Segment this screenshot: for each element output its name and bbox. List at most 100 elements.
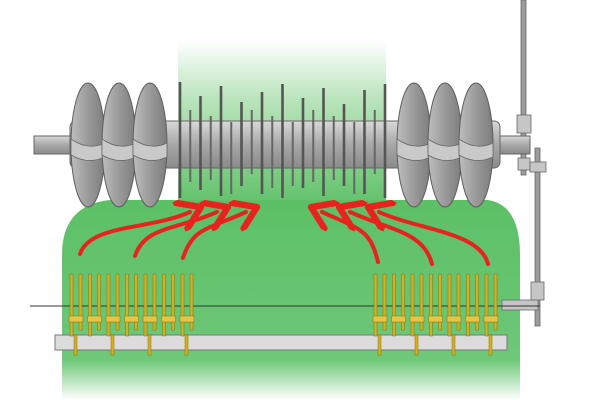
center-finger-inner [209,116,212,180]
side-linkage-rods [501,0,547,327]
tine-mount-stud [488,334,493,356]
tine-coil [142,315,158,323]
linkage-bracket-mid [517,157,531,171]
tine-front-prong [392,273,396,337]
tine-rear-prong [115,273,120,331]
center-finger [383,84,387,198]
flow-arrow-right [322,212,380,264]
tine-rear-prong [78,273,83,331]
center-finger-inner [250,110,253,174]
right-pickup-tine [465,273,480,337]
center-finger-inner [189,110,192,182]
tine-coil [161,315,176,323]
tine-rear-prong [171,273,175,331]
tine-front-prong [88,273,92,337]
center-finger [322,88,325,196]
tine-mount-stud [377,334,382,356]
center-finger [260,92,264,194]
right-auger-flights [396,82,494,208]
left-pickup-tine [179,273,195,356]
flow-arrow-right [350,212,434,266]
center-finger [342,104,346,186]
flow-arrow-right [379,212,490,266]
tine-coil [105,315,121,323]
tine-coil [483,315,499,323]
flight-helix-band [132,138,168,161]
tine-rear-prong [419,273,424,331]
left-pickup-tine [105,273,121,356]
flow-arrow-left [78,212,190,256]
center-finger [363,90,366,194]
linkage-bracket-upper [516,114,532,134]
tine-coil [409,315,425,323]
tine-coil [179,315,195,323]
linkage-bracket-lower [529,161,547,173]
linkage-rod-vertical-main [520,0,527,176]
tine-mount-stud [414,334,419,356]
linkage-bracket-bottom [530,281,545,301]
tine-rear-prong [493,273,498,331]
tine-coil [124,315,139,323]
tine-coil [372,315,388,323]
right-pickup-tine [372,273,388,356]
tine-rear-prong [438,273,442,331]
tine-coil [68,315,84,323]
tine-rear-prong [189,273,194,331]
crop-flow-bottom [62,200,520,400]
tine-front-prong [69,273,74,337]
left-auger-flight [101,82,137,208]
tine-front-prong [162,273,166,337]
left-pickup-tine [161,273,176,337]
center-finger-inner [373,110,376,174]
right-pickup-tine [483,273,499,356]
left-pickup-tine [142,273,158,356]
center-retractable-fingers [178,82,387,198]
right-auger-flight [427,82,463,208]
right-pickup-tine [409,273,425,356]
center-finger-inner [271,116,274,188]
tine-rear-prong [475,273,479,331]
tine-front-prong [373,273,378,337]
tine-front-prong [447,273,452,337]
tine-coil [446,315,462,323]
tine-coil [428,315,443,323]
left-pickup-tine [68,273,84,356]
flow-arrow-left [181,212,246,260]
tine-front-prong [106,273,111,337]
linkage-rod-vertical-lower [534,147,541,327]
center-finger [199,96,202,190]
right-pickup-tine [428,273,443,337]
center-finger [240,102,243,186]
tine-rear-prong [97,273,101,331]
auger-drum [69,120,501,169]
pickup-tine-bar [54,334,508,351]
tine-front-prong [125,273,129,337]
tine-front-prong [429,273,433,337]
tine-front-prong [180,273,185,337]
tine-rear-prong [456,273,461,331]
center-finger-inner [291,122,294,186]
center-finger [178,82,182,198]
center-finger-inner [230,122,233,194]
left-auger-flight [132,82,168,208]
tine-front-prong [143,273,148,337]
center-finger-inner [312,110,315,182]
center-finger-inner [353,122,356,194]
tine-front-prong [484,273,489,337]
right-pickup-tine [446,273,462,356]
right-auger-flight [458,82,494,208]
right-auger-flight [396,82,432,208]
flow-arrow-left [133,212,217,258]
tine-coil [465,315,480,323]
tine-mount-stud [147,334,152,356]
tine-coil [391,315,406,323]
tine-rear-prong [382,273,387,331]
pickup-bar-connector [501,299,539,311]
center-finger [281,84,284,198]
tine-mount-stud [184,334,189,356]
tine-mount-stud [73,334,78,356]
center-finger [301,98,305,188]
left-pickup-tine [87,273,102,337]
center-finger [219,86,223,196]
